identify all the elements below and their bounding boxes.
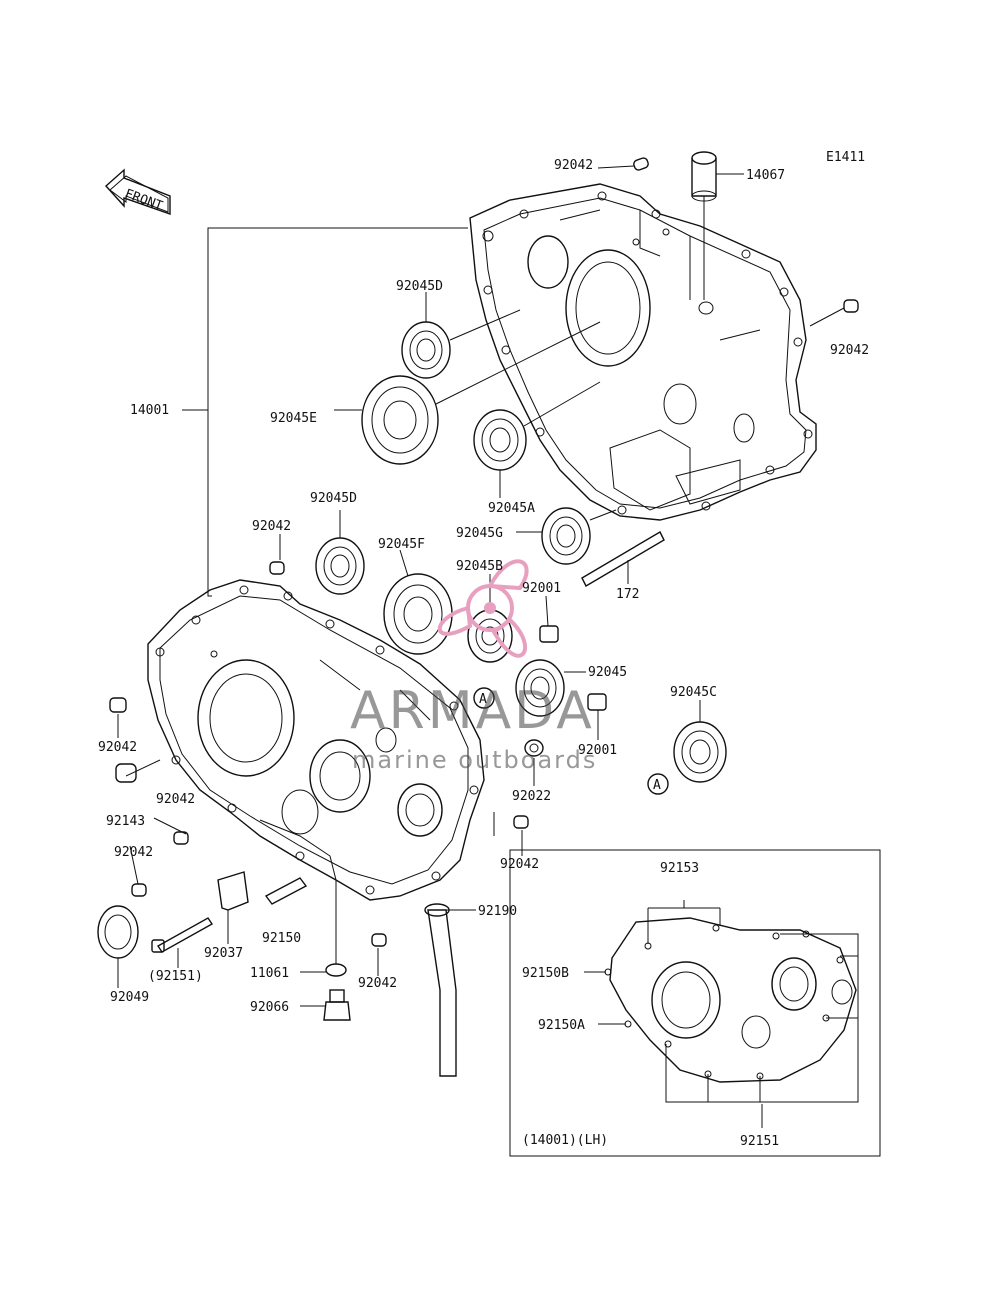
bearing-92045d-mid <box>315 537 365 595</box>
inset-caption: (14001)(LH) <box>522 1133 608 1148</box>
washer-92022 <box>524 739 544 757</box>
label-92042-b: 92042 <box>98 740 137 755</box>
label-92150b: 92150B <box>522 966 569 981</box>
gasket-11061 <box>325 963 347 977</box>
label-92143: 92143 <box>106 814 145 829</box>
label-92022: 92022 <box>512 789 551 804</box>
bearing-92045a <box>473 409 527 471</box>
label-92045a: 92045A <box>488 501 535 516</box>
dowel-pin-92042-a <box>269 561 285 575</box>
label-14001: 14001 <box>130 403 169 418</box>
bearing-92045b <box>467 609 513 663</box>
watermark-tagline: marine outboards <box>352 746 597 774</box>
label-92045d-top: 92045D <box>396 279 443 294</box>
dowel-pin-92042-b <box>109 697 127 713</box>
dowel-pin-92042-right <box>843 299 859 313</box>
label-92042-right: 92042 <box>830 343 869 358</box>
label-92042-top: 92042 <box>554 158 593 173</box>
dowel-pin-92042-f <box>371 933 387 947</box>
label-92045b: 92045B <box>456 559 503 574</box>
watermark: ARMADA marine outboards <box>350 559 597 774</box>
label-92049: 92049 <box>110 990 149 1005</box>
label-92045: 92045 <box>588 665 627 680</box>
bearing-92045 <box>515 659 565 717</box>
label-92042-f: 92042 <box>358 976 397 991</box>
label-92150a: 92150A <box>538 1018 585 1033</box>
diagram-code: E1411 <box>826 150 865 165</box>
left-crankcase-half <box>147 579 485 901</box>
dowel-pin-92042-e <box>513 815 529 829</box>
label-92042-d: 92042 <box>114 845 153 860</box>
label-92150: 92150 <box>262 931 301 946</box>
label-92190: 92190 <box>478 904 517 919</box>
bearing-92045c <box>673 721 727 783</box>
front-arrow-icon: FRONT <box>105 168 171 215</box>
ref-mark-a-1: A <box>473 687 495 709</box>
label-92042-c: 92042 <box>156 792 195 807</box>
plug-92001-b <box>587 693 607 711</box>
hose-92190 <box>424 903 457 1077</box>
label-11061: 11061 <box>250 966 289 981</box>
label-92042-e: 92042 <box>500 857 539 872</box>
label-14067: 14067 <box>746 168 785 183</box>
label-92153: 92153 <box>660 861 699 876</box>
bolt-92151 <box>151 917 214 953</box>
leader-lines <box>117 165 845 1007</box>
bracket-92037 <box>217 871 249 911</box>
plug-92001-a <box>539 625 559 643</box>
label-92066: 92066 <box>250 1000 289 1015</box>
label-92045g: 92045G <box>456 526 503 541</box>
inset-lh-case <box>509 849 881 1157</box>
bearing-92045d-top <box>401 321 451 379</box>
watermark-brand: ARMADA <box>350 681 595 741</box>
label-92045e: 92045E <box>270 411 317 426</box>
bearing-92045e <box>361 375 439 465</box>
part-labels: 92042 14067 92042 92045D 14001 92045E 92… <box>98 158 869 1149</box>
label-92045f: 92045F <box>378 537 425 552</box>
dowel-pin-92042-top <box>633 157 649 171</box>
drain-plug-92066 <box>323 989 351 1021</box>
label-92042-a: 92042 <box>252 519 291 534</box>
label-92045c: 92045C <box>670 685 717 700</box>
bush-92143 <box>115 763 137 783</box>
sleeve-14067 <box>691 151 717 202</box>
bearing-92045g <box>541 507 591 565</box>
right-crankcase-half <box>469 183 817 521</box>
fitting-92150 <box>264 877 308 905</box>
oil-seal-92049 <box>97 905 139 959</box>
label-172: 172 <box>616 587 639 602</box>
label-92001-a: 92001 <box>522 581 561 596</box>
label-92151: 92151 <box>740 1134 779 1149</box>
label-92001-b: 92001 <box>578 743 617 758</box>
bearing-92045f <box>383 573 453 655</box>
svg-text:A: A <box>653 778 661 793</box>
label-92037: 92037 <box>204 946 243 961</box>
stud-172 <box>581 531 665 587</box>
label-92151-paren: (92151) <box>148 969 203 984</box>
svg-text:A: A <box>479 692 487 707</box>
dowel-pin-92042-d <box>131 883 147 897</box>
watermark-logo-icon <box>437 559 529 658</box>
ref-mark-a-2: A <box>647 773 669 795</box>
label-92045d-mid: 92045D <box>310 491 357 506</box>
